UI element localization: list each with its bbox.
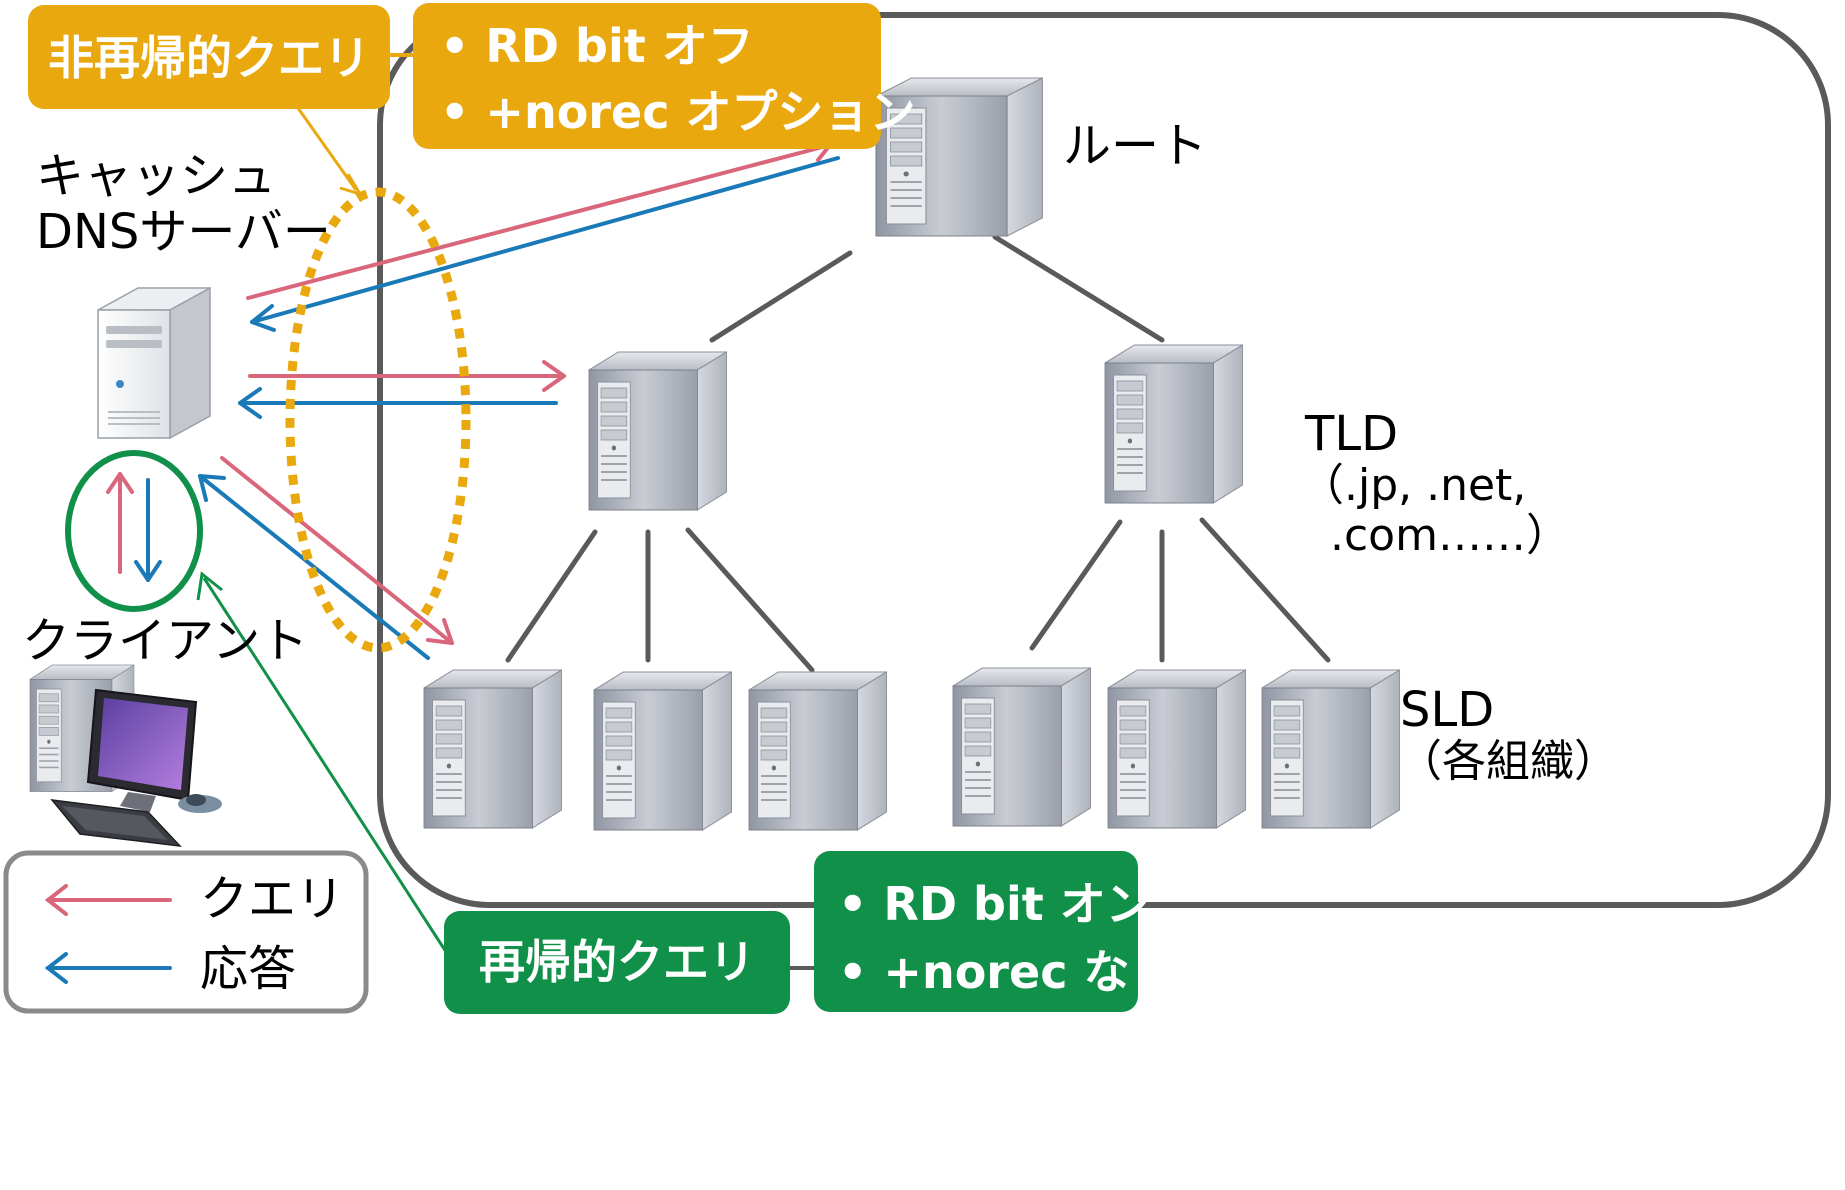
query-arrow <box>220 456 454 645</box>
query-arrowhead <box>542 360 566 392</box>
response-arrowhead <box>198 474 226 502</box>
query-arrow <box>246 143 832 300</box>
cache-dns-server-icon <box>97 286 211 440</box>
cache-server-label: DNSサーバー <box>36 204 331 260</box>
recursive-title-box <box>444 911 790 1014</box>
recursive-pointer-line <box>202 577 452 959</box>
response-arrowhead <box>250 304 276 332</box>
nonrecursive-pointer-arrowhead <box>339 173 364 197</box>
tld-examples: （.jp, .net, <box>1300 460 1526 511</box>
sld-examples: （各組織） <box>1398 736 1618 787</box>
recursive-title: 再帰的クエリ <box>479 935 755 989</box>
legend-response-label: 応答 <box>200 941 296 997</box>
tld-examples: .com……） <box>1330 510 1570 561</box>
tree-line <box>1199 517 1331 663</box>
sld-label: SLD <box>1400 682 1494 738</box>
legend-query-swatch <box>44 884 172 916</box>
nonrecursive-details-box <box>413 3 881 149</box>
client-connection-highlight <box>65 450 203 612</box>
nonrecursive-query-highlight <box>285 187 471 653</box>
recursive-details-box <box>814 851 1138 1012</box>
client-computer-icon <box>29 664 222 847</box>
tree-line <box>992 234 1165 343</box>
tld-server-icon <box>588 351 728 511</box>
tree-line <box>709 250 853 343</box>
tree-line <box>1029 519 1123 651</box>
legend-box <box>3 850 369 1014</box>
nonrecursive-detail: • +norec オプション <box>440 85 915 139</box>
sld-server-icon <box>423 669 563 829</box>
recursive-pointer-arrowhead <box>196 571 223 601</box>
sld-server-icon <box>748 671 888 831</box>
tld-server-icon <box>1104 344 1244 504</box>
recursive-detail: • +norec なし <box>838 945 1175 999</box>
nonrecursive-title-box <box>28 5 390 109</box>
legend-query-label: クエリ <box>200 871 344 927</box>
legend-response-swatch <box>44 952 172 984</box>
client-label: クライアント <box>22 613 308 669</box>
response-arrow <box>250 156 840 324</box>
tree-line <box>505 529 598 663</box>
sld-server-icon <box>1107 669 1247 829</box>
tld-label: TLD <box>1304 406 1398 462</box>
hierarchy-lines <box>505 234 1331 673</box>
query-arrowhead <box>106 472 134 494</box>
nonrecursive-pointer-line <box>296 107 358 191</box>
recursive-detail: • RD bit オン <box>838 877 1152 931</box>
tree-line <box>685 527 815 673</box>
sld-server-icon <box>952 667 1092 827</box>
nonrecursive-title: 非再帰的クエリ <box>48 31 370 85</box>
query-arrowhead <box>426 618 454 645</box>
sld-server-icon <box>1261 669 1401 829</box>
cache-server-label: キャッシュ <box>36 148 276 204</box>
nonrecursive-detail: • RD bit オフ <box>440 19 754 73</box>
root-label: ルート <box>1063 118 1207 174</box>
sld-server-icon <box>593 671 733 831</box>
response-arrowhead <box>134 560 162 582</box>
response-arrowhead <box>238 387 262 419</box>
